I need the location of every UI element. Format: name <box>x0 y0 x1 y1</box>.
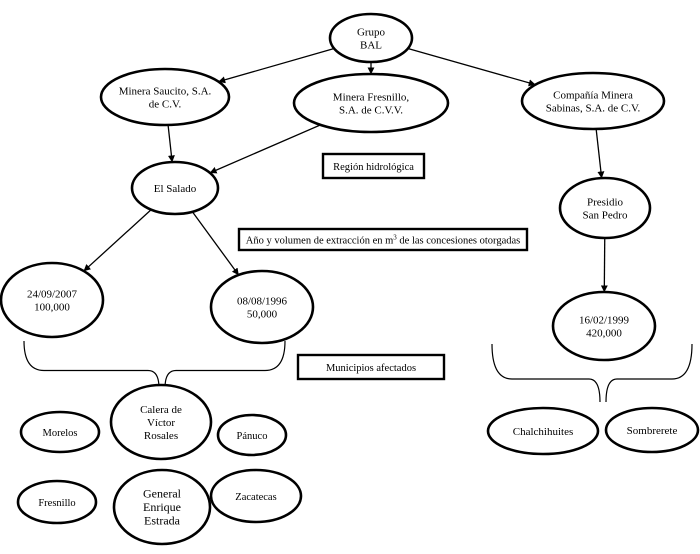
node-morelos-text-line: Morelos <box>43 428 78 439</box>
node-concesion-1996-text-line: 50,000 <box>247 309 278 321</box>
node-minera-fresnillo-text-line: S.A. de C.V.V. <box>339 105 403 117</box>
brace-left-municipalities <box>23 340 286 389</box>
node-general-enrique-estrada-text-line: General <box>143 487 182 501</box>
extraction-volume-prefix: Año y volumen de extracción en m <box>246 236 394 247</box>
node-compania-minera-sabinas-text-line: Sabinas, S.A. de C.V. <box>546 103 641 115</box>
node-el-salado: El Salado <box>130 160 220 216</box>
node-calera-de-victor-rosales-text-line: Víctor <box>147 417 175 429</box>
extraction-volume-label: Año y volumen de extracción en m3 de las… <box>246 234 520 247</box>
node-fresnillo-shape <box>16 479 98 525</box>
node-chalchihuites: Chalchihuites <box>486 406 600 456</box>
edge-minera-fresnillo-to-el-salado <box>209 124 321 174</box>
node-zacatecas: Zacatecas <box>209 468 303 524</box>
node-presidio-san-pedro-text-line: Presidio <box>587 197 624 209</box>
region-hidrologica-label: Región hidrológica <box>333 162 414 173</box>
node-panuco: Pánuco <box>216 413 288 457</box>
node-concesion-2007-text-line: 24/09/2007 <box>27 289 78 301</box>
node-sombrerete-shape <box>604 406 700 454</box>
node-minera-saucito-shape <box>99 67 231 127</box>
node-concesion-1999-text-line: 420,000 <box>586 328 622 340</box>
node-presidio-san-pedro-shape <box>558 176 652 240</box>
extraction-volume-box: Año y volumen de extracción en m3 de las… <box>237 227 529 252</box>
node-sombrerete-text-line: Sombrerete <box>627 425 678 437</box>
edge-el-salado-to-concesion-2007 <box>83 209 152 272</box>
node-minera-fresnillo: Minera Fresnillo,S.A. de C.V.V. <box>292 72 450 134</box>
extraction-volume-suffix: de las concesiones otorgadas <box>397 236 520 247</box>
region-hidrologica-box-border <box>321 152 426 180</box>
node-morelos: Morelos <box>19 410 101 454</box>
node-el-salado-text-line: El Salado <box>154 183 197 195</box>
node-concesion-1996-shape <box>209 269 315 345</box>
node-minera-fresnillo-shape <box>292 72 450 134</box>
edge-el-salado-to-concesion-1996 <box>191 211 240 276</box>
edge-grupo-bal-to-minera-saucito <box>218 47 335 84</box>
node-general-enrique-estrada-shape <box>112 468 212 546</box>
node-concesion-2007-text-line: 100,000 <box>34 302 70 314</box>
node-general-enrique-estrada-text-line: Estrada <box>144 514 181 528</box>
node-chalchihuites-shape <box>486 406 600 456</box>
edge-grupo-bal-to-compania-minera-sabinas <box>407 47 536 87</box>
node-grupo-bal-shape <box>328 12 414 64</box>
node-chalchihuites-text-line: Chalchihuites <box>513 426 574 438</box>
node-calera-de-victor-rosales-text-line: Calera de <box>140 404 182 416</box>
node-zacatecas-text-line: Zacatecas <box>235 492 276 503</box>
node-minera-fresnillo-text-line: Minera Fresnillo, <box>333 92 410 104</box>
node-calera-de-victor-rosales-text-line: Rosales <box>144 430 178 442</box>
node-calera-de-victor-rosales-shape <box>109 383 213 461</box>
node-panuco-text-line: Pánuco <box>237 431 268 442</box>
node-minera-saucito-text-line: de C.V. <box>149 99 182 111</box>
extraction-volume-box-border <box>237 227 529 252</box>
extraction-volume-superscript: 3 <box>393 234 397 242</box>
braces <box>23 340 693 403</box>
node-minera-saucito: Minera Saucito, S.A.de C.V. <box>99 67 231 127</box>
node-fresnillo-text-line: Fresnillo <box>38 498 75 509</box>
node-presidio-san-pedro-text-line: San Pedro <box>583 210 628 222</box>
edge-compania-minera-sabinas-to-presidio-san-pedro <box>595 128 605 179</box>
node-fresnillo: Fresnillo <box>16 479 98 525</box>
node-grupo-bal-text-line: BAL <box>360 40 382 52</box>
municipios-afectados-box: Municipios afectados <box>296 353 446 381</box>
node-zacatecas-shape <box>209 468 303 524</box>
node-morelos-shape <box>19 410 101 454</box>
node-concesion-1999-shape <box>551 290 657 362</box>
brace-right-municipalities <box>491 343 693 403</box>
node-concesion-2007-shape <box>0 261 105 339</box>
edge-minera-saucito-to-el-salado <box>167 124 175 163</box>
node-compania-minera-sabinas-shape <box>520 71 666 131</box>
region-hidrologica-box: Región hidrológica <box>321 152 426 180</box>
node-compania-minera-sabinas-text-line: Compañía Minera <box>553 90 633 102</box>
node-general-enrique-estrada-text-line: Enrique <box>143 500 181 514</box>
node-concesion-1996-text-line: 08/08/1996 <box>237 296 288 308</box>
node-minera-saucito-text-line: Minera Saucito, S.A. <box>119 86 212 98</box>
municipios-afectados-box-border <box>296 353 446 381</box>
node-grupo-bal-text-line: Grupo <box>357 27 386 39</box>
node-el-salado-shape <box>130 160 220 216</box>
edges <box>83 47 608 293</box>
municipios-afectados-label: Municipios afectados <box>326 363 416 374</box>
node-concesion-1999-text-line: 16/02/1999 <box>579 315 630 327</box>
node-sombrerete: Sombrerete <box>604 406 700 454</box>
node-panuco-shape <box>216 413 288 457</box>
